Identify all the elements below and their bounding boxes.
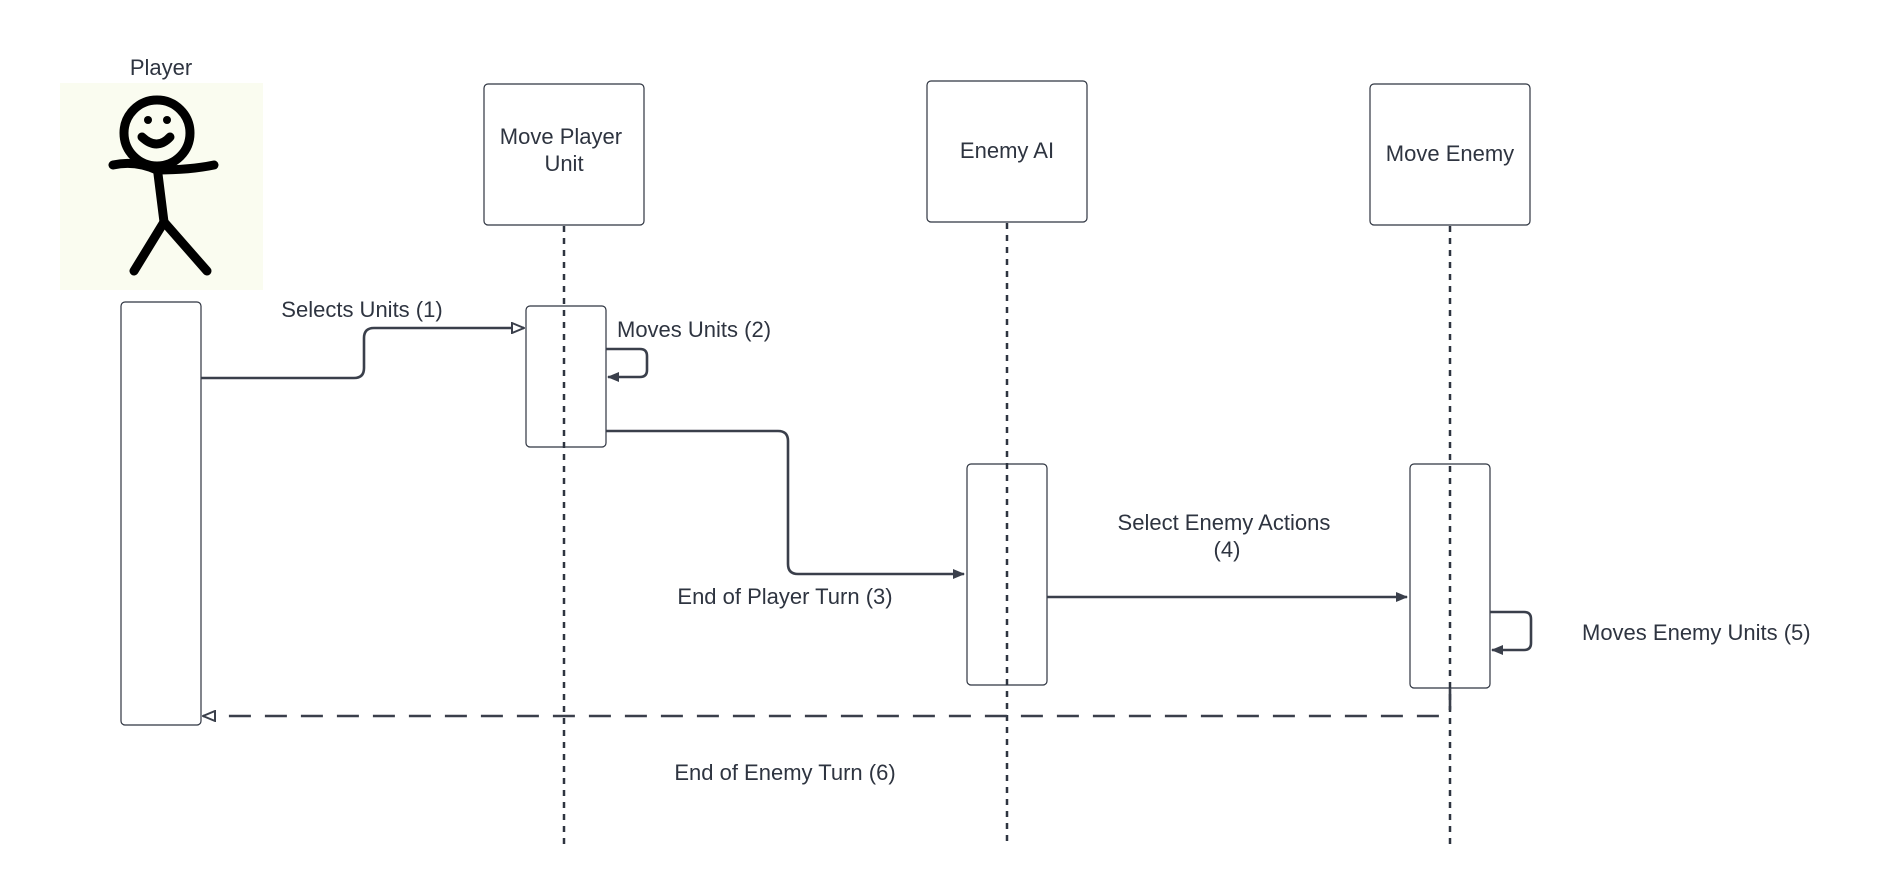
message-label-5: Moves Enemy Units (5)	[1582, 620, 1811, 645]
message-arrow-6	[203, 688, 1452, 716]
participant-box-move-player-unit	[483, 83, 645, 226]
participant-box-move-enemy	[1369, 83, 1531, 226]
message-arrow-1	[201, 328, 524, 380]
message-label-2: Moves Units (2)	[617, 317, 771, 342]
message-arrow-5	[1490, 610, 1533, 655]
message-arrow-3	[606, 429, 965, 579]
actor-name: Player	[130, 55, 192, 80]
stick-figure-icon	[60, 83, 263, 290]
activation-bar-player	[120, 301, 202, 726]
message-label-6: End of Enemy Turn (6)	[674, 760, 895, 785]
activation-bar-move-player-unit	[525, 305, 607, 448]
message-label-4: Select Enemy Actions (4)	[1118, 510, 1337, 562]
participant-label-enemy-ai: Enemy AI	[960, 138, 1054, 163]
message-label-1: Selects Units (1)	[281, 297, 442, 322]
participant-label-move-enemy: Move Enemy	[1386, 141, 1514, 166]
message-label-3: End of Player Turn (3)	[677, 584, 892, 609]
participant-label-move-player-unit: Move Player Unit	[500, 124, 628, 176]
participant-box-enemy-ai	[926, 80, 1088, 223]
message-arrow-2	[606, 347, 649, 382]
